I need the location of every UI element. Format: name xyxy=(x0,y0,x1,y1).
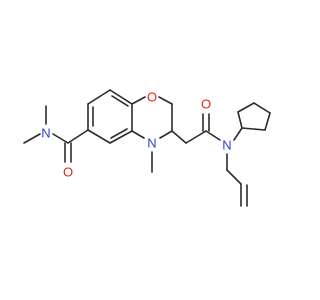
bond xyxy=(23,133,41,144)
atom-label-ring-oxygen: O xyxy=(147,90,157,105)
bond xyxy=(158,96,173,105)
bond xyxy=(110,128,128,139)
bond xyxy=(52,133,69,144)
bond xyxy=(131,130,145,139)
bond xyxy=(237,102,255,113)
bond xyxy=(226,169,242,185)
bond xyxy=(109,130,133,144)
bond xyxy=(253,102,271,114)
atom-label-amide-oxygen-right: O xyxy=(201,97,211,112)
bond xyxy=(241,127,266,131)
atom-label-amide-nitrogen-right: N xyxy=(222,138,231,153)
bond xyxy=(131,96,146,105)
atom-label-amide-oxygen-left: O xyxy=(63,165,73,180)
bond xyxy=(111,95,129,107)
bond xyxy=(87,129,111,144)
atom-label-ring-nitrogen: N xyxy=(147,136,156,151)
atom-labels: O O N N O N xyxy=(41,90,231,180)
bond xyxy=(264,112,271,131)
bond xyxy=(159,130,173,139)
bond xyxy=(171,130,187,144)
bond xyxy=(67,129,89,144)
bond xyxy=(237,111,243,129)
atom-label-amide-nitrogen-left: N xyxy=(41,126,50,141)
bond xyxy=(205,130,221,141)
bond-layer xyxy=(23,89,271,207)
bond xyxy=(87,89,111,105)
bond xyxy=(233,127,243,141)
molecule-structure: O O N N O N xyxy=(23,89,271,207)
bond xyxy=(185,130,207,144)
bond xyxy=(109,89,133,105)
